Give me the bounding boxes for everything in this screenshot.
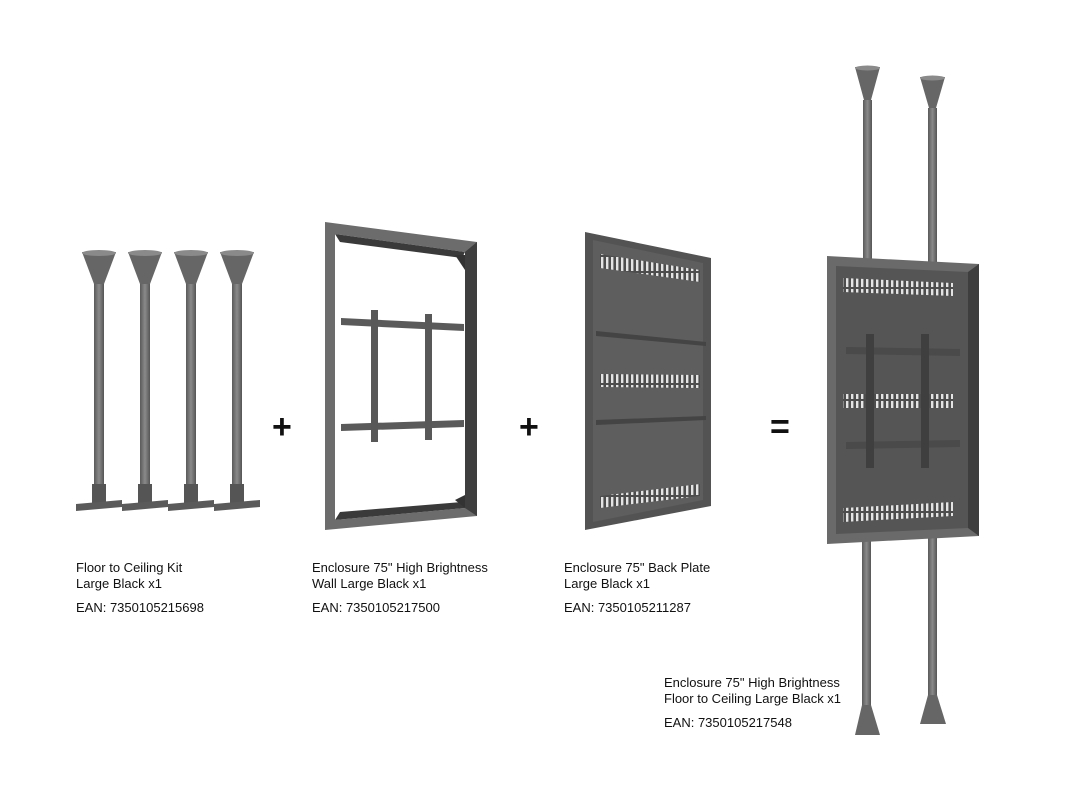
pole-2-icon	[122, 250, 168, 511]
back-plate-image	[585, 232, 711, 530]
plus-sign-2: +	[519, 408, 539, 446]
caption-ean: EAN: 7350105217500	[312, 600, 440, 615]
pole-3-icon	[168, 250, 214, 511]
caption-wall-enclosure: Enclosure 75" High Brightness Wall Large…	[312, 560, 488, 616]
caption-line-2: Large Black x1	[76, 576, 162, 591]
pole-4-icon	[214, 250, 260, 511]
plus-sign-1: +	[272, 408, 292, 446]
pole-1-icon	[76, 250, 122, 511]
caption-ean: EAN: 7350105215698	[76, 600, 204, 615]
equals-sign: =	[770, 408, 790, 446]
caption-back-plate: Enclosure 75" Back Plate Large Black x1 …	[564, 560, 710, 616]
caption-line-2: Floor to Ceiling Large Black x1	[664, 691, 842, 706]
wall-enclosure-image	[325, 222, 477, 530]
caption-line-2: Wall Large Black x1	[312, 576, 427, 591]
caption-line-1: Enclosure 75" High Brightness	[312, 560, 488, 575]
caption-ean: EAN: 7350105211287	[564, 600, 691, 615]
floor-to-ceiling-enclosure-image	[827, 65, 979, 735]
caption-line-2: Large Black x1	[564, 576, 650, 591]
caption-line-1: Floor to Ceiling Kit	[76, 560, 183, 575]
caption-floor-to-ceiling-enclosure: Enclosure 75" High Brightness Floor to C…	[664, 675, 841, 731]
floor-to-ceiling-kit-image	[76, 250, 260, 511]
caption-ean: EAN: 7350105217548	[664, 715, 792, 730]
caption-line-1: Enclosure 75" Back Plate	[564, 560, 711, 575]
caption-line-1: Enclosure 75" High Brightness	[664, 675, 840, 690]
caption-floor-to-ceiling-kit: Floor to Ceiling Kit Large Black x1 EAN:…	[76, 560, 204, 616]
